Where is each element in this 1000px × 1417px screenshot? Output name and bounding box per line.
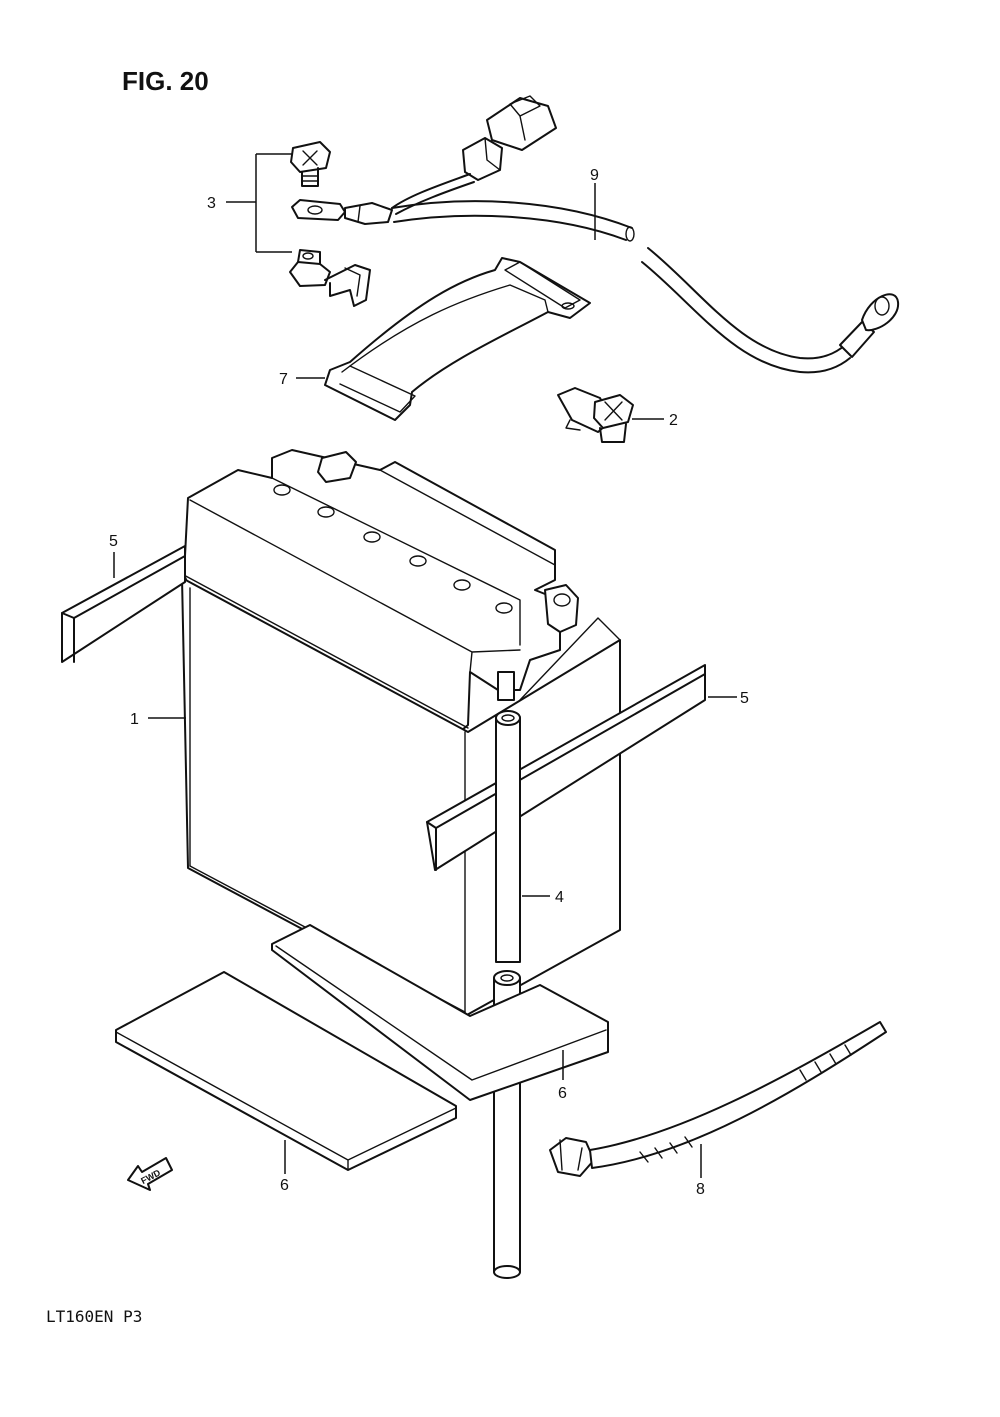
- figure-title: FIG. 20: [122, 66, 209, 96]
- callout-terminal-set: 3: [207, 195, 216, 212]
- callout-pad-front: 6: [280, 1177, 289, 1194]
- callout-cable-tie: 8: [696, 1181, 705, 1198]
- callout-breather-hose: 4: [555, 889, 564, 906]
- cushion-left-part: [61, 545, 186, 663]
- callout-terminal-bolt: 2: [669, 412, 678, 429]
- terminal-set-part: [289, 141, 371, 307]
- callout-band: 7: [279, 371, 288, 388]
- cable-tie-part: [549, 1021, 887, 1177]
- terminal-bolt-part: [557, 387, 634, 443]
- battery-part: [181, 449, 621, 1017]
- leader-lines: [113, 153, 737, 1178]
- callout-cushion-right: 5: [740, 690, 749, 707]
- lead-wire-part: [344, 95, 900, 374]
- callout-lead-wire: 9: [590, 167, 599, 184]
- pad-rear-part: [271, 924, 609, 1101]
- callout-battery: 1: [130, 711, 139, 728]
- model-code: LT160EN P3: [46, 1307, 142, 1326]
- pad-front-part: [115, 971, 457, 1171]
- fwd-arrow-icon: FWD: [127, 1157, 173, 1191]
- callout-pad-rear: 6: [558, 1085, 567, 1102]
- band-part: [324, 257, 591, 421]
- callout-cushion-left: 5: [109, 533, 118, 550]
